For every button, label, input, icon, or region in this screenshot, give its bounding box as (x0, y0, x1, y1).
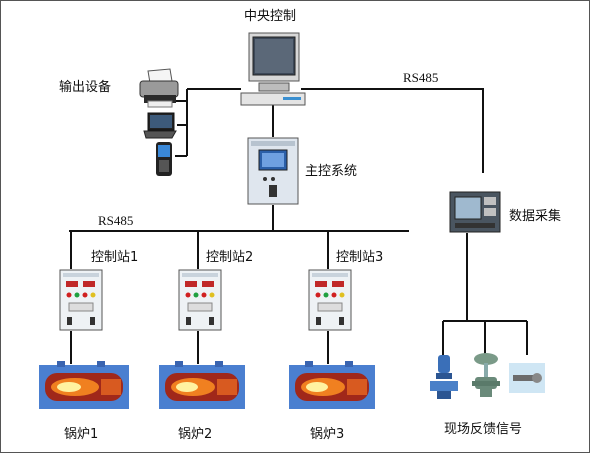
boiler-3-label: 锅炉3 (310, 427, 345, 442)
computer-icon (239, 31, 309, 107)
control-station-2-cabinet (178, 269, 222, 331)
data-collection-label: 数据采集 (509, 209, 562, 224)
station-1-label: 控制站1 (91, 250, 139, 265)
laptop-icon (142, 111, 178, 139)
field-feedback-label: 现场反馈信号 (444, 422, 523, 437)
boiler-2-icon (159, 361, 245, 409)
phone-icon (153, 141, 175, 177)
output-devices-label: 输出设备 (59, 80, 112, 95)
sensor-icon (509, 363, 545, 393)
rs485-top-label: RS485 (403, 70, 439, 85)
station-3-label: 控制站3 (336, 250, 384, 265)
boiler-1-icon (39, 361, 129, 409)
valve-icon (471, 351, 501, 401)
station-2-label: 控制站2 (206, 250, 254, 265)
control-station-1-cabinet (59, 269, 103, 331)
boiler-3-icon (289, 361, 375, 409)
boiler-2-label: 锅炉2 (178, 427, 213, 442)
central-control-label: 中央控制 (244, 9, 297, 24)
main-control-cabinet (247, 137, 299, 205)
printer-icon (136, 67, 182, 109)
boiler-1-label: 锅炉1 (64, 427, 99, 442)
control-station-3-cabinet (308, 269, 352, 331)
main-control-label: 主控系统 (305, 164, 358, 179)
pump-icon (429, 353, 459, 401)
rs485-bus-label: RS485 (98, 213, 134, 228)
data-acquisition-unit (449, 191, 501, 233)
